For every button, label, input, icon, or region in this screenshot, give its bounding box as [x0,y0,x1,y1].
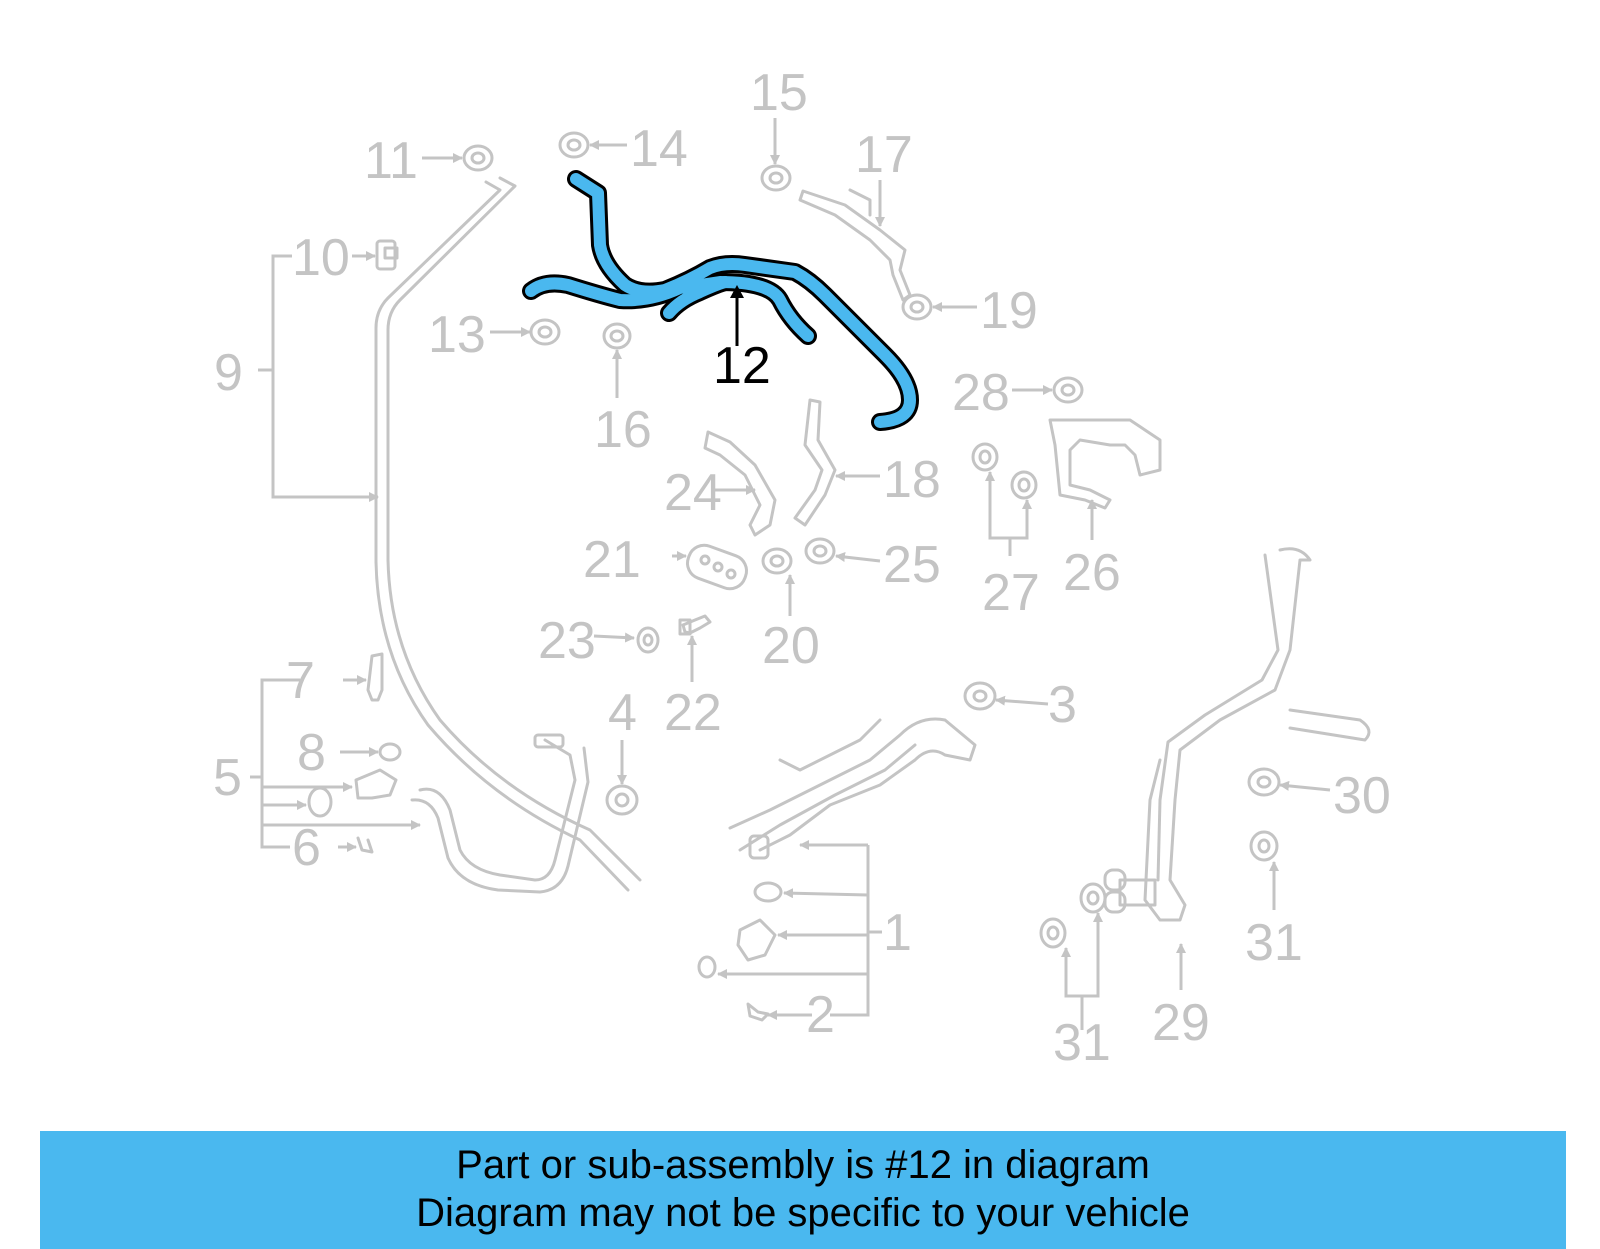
callout-23: 23 [538,612,596,670]
gasket-21 [686,543,748,591]
hose-26 [1048,418,1162,510]
callout-26: 26 [1063,544,1121,602]
callout-13: 13 [428,306,486,364]
heater-pipe-assembly-1 [728,717,977,860]
clamp-25 [804,537,836,565]
clamp-1a [753,881,783,903]
callout-2: 2 [806,986,835,1044]
callout-6: 6 [292,819,321,877]
clamp-11 [462,144,494,172]
hose-12-fill-b [525,276,814,342]
callout-28: 28 [952,364,1010,422]
callout-25: 25 [883,536,941,594]
arrowhead-12 [730,285,744,298]
clamp-3 [963,681,997,711]
pipe-17 [798,188,912,302]
clamp-13 [529,318,561,346]
clamp-27b [1010,470,1038,500]
fitting-8 [378,742,402,762]
clip-2 [746,1002,770,1022]
callout-27: 27 [982,564,1040,622]
leader-lines [250,118,1331,1030]
callout-20: 20 [762,617,820,675]
bolt-22 [678,614,712,636]
callout-24: 24 [664,464,722,522]
washer-23 [636,626,660,654]
clamp-14 [558,131,590,159]
clamp-31-right [1249,830,1279,862]
clamp-19 [901,293,933,321]
callout-29: 29 [1152,994,1210,1052]
callout-18: 18 [883,451,941,509]
callout-31-right: 31 [1245,914,1303,972]
callout-21: 21 [583,531,641,589]
clamp-31-left-b [1079,882,1107,914]
callout-22: 22 [664,684,722,742]
callout-labels: 1 2 3 4 5 6 7 8 9 10 11 12 13 14 15 16 1… [213,64,1391,1072]
callout-9: 9 [214,344,243,402]
callout-15: 15 [750,64,808,122]
hose-18 [793,398,837,527]
clip-6 [356,836,374,854]
clamp-20 [761,547,793,575]
callout-30: 30 [1333,767,1391,825]
callout-7: 7 [286,652,315,710]
callout-12: 12 [713,337,771,395]
callout-4: 4 [608,684,637,742]
oring-1c [697,955,717,979]
callout-17: 17 [855,126,913,184]
callout-14: 14 [630,120,688,178]
heater-hose-assembly-29 [1103,547,1371,922]
connector-10 [375,239,399,271]
clamp-27a [971,442,999,472]
hose-24 [703,430,777,537]
hose-12-fill-a [570,173,916,428]
fitting-7 [366,652,384,702]
clamp-31-left-a [1039,917,1067,949]
callout-10: 10 [292,229,350,287]
callout-19: 19 [980,282,1038,340]
clamp-16 [602,322,632,350]
callout-31-left: 31 [1053,1014,1111,1072]
clamp-15 [760,164,792,192]
callout-16: 16 [594,401,652,459]
elbow-1b [736,918,777,962]
info-banner: Part or sub-assembly is #12 in diagram D… [40,1131,1566,1249]
coolant-pipe-9 [374,176,642,892]
banner-line-2: Diagram may not be specific to your vehi… [416,1191,1190,1235]
lower-left-hose [410,733,590,894]
callout-11: 11 [364,132,418,190]
clamp-4 [605,784,639,816]
clamp-30 [1247,767,1281,797]
callout-8: 8 [297,724,326,782]
callout-1: 1 [883,904,912,962]
banner-line-1: Part or sub-assembly is #12 in diagram [456,1143,1150,1187]
hose-12-fill-c [663,276,731,319]
highlighted-hose-12 [522,170,919,431]
callout-5: 5 [213,749,242,807]
clamp-28 [1052,376,1084,404]
callout-3: 3 [1048,676,1077,734]
